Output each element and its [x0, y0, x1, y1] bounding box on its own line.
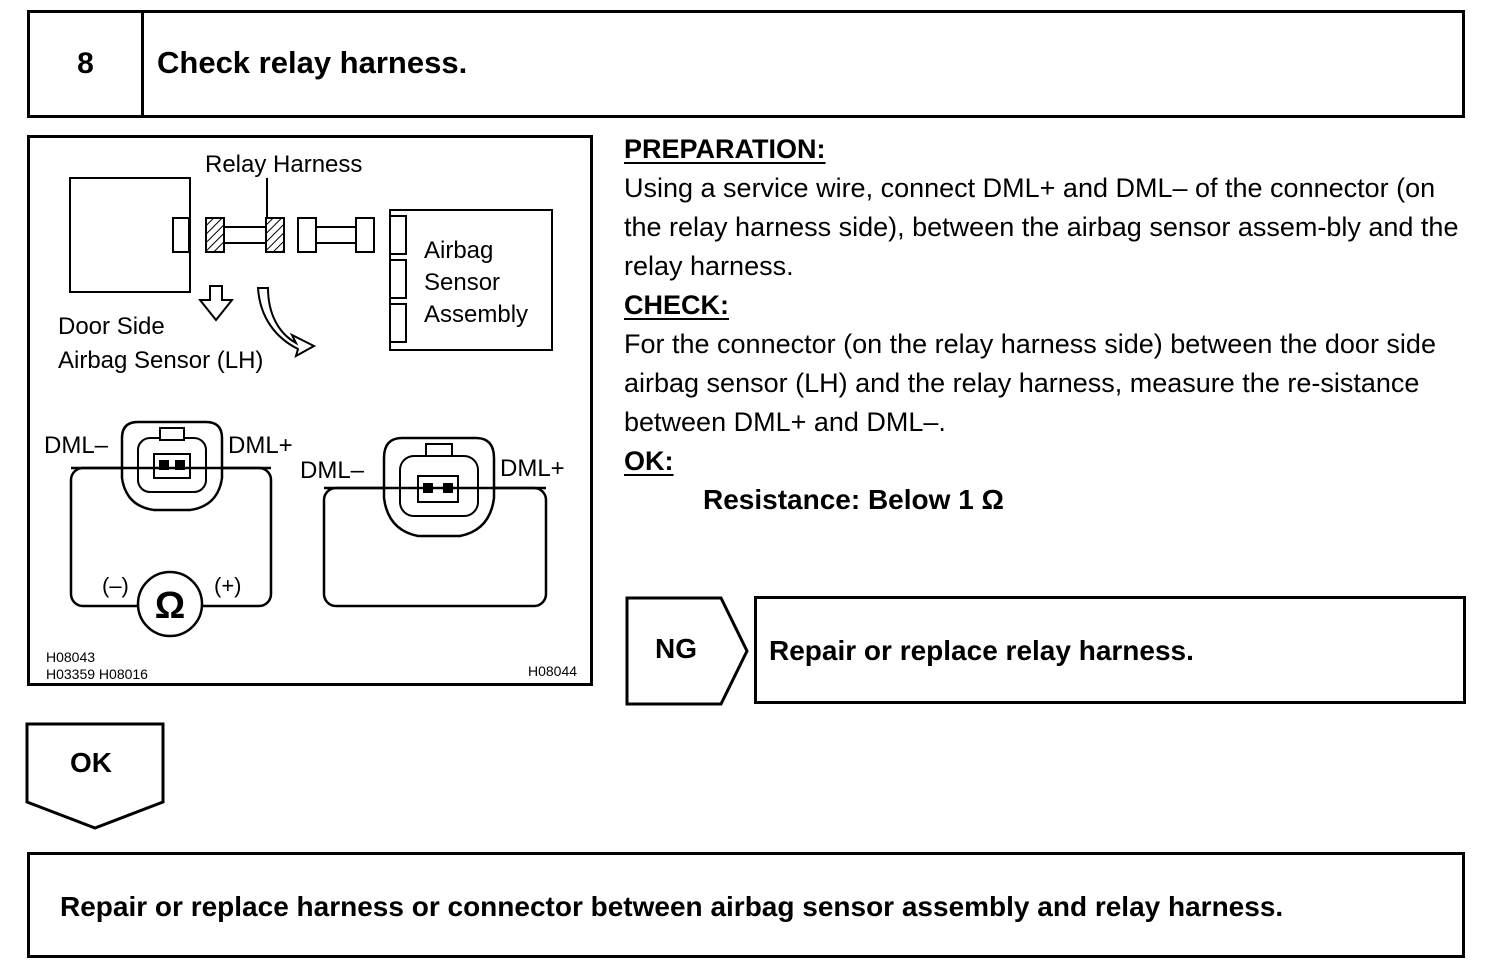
right-dml-minus: DML– — [300, 457, 365, 484]
right-connector-shape — [324, 436, 546, 538]
curved-arrow-icon — [256, 287, 317, 359]
ok-result-text: Repair or replace harness or connector b… — [60, 891, 1284, 922]
step-number: 8 — [30, 13, 144, 115]
ok-label: OK — [70, 747, 112, 778]
ok-result-box: Repair or replace harness or connector b… — [27, 852, 1465, 958]
meter-plus-label: (+) — [214, 573, 242, 598]
airbag-label-2: Sensor — [424, 269, 500, 296]
ok-spec: Resistance: Below 1 Ω — [703, 484, 1004, 515]
ohmmeter-icon — [136, 570, 204, 638]
door-side-label-2: Airbag Sensor (LH) — [58, 347, 263, 374]
door-side-label-1: Door Side — [58, 313, 165, 340]
step-title: Check relay harness. — [157, 45, 468, 80]
relay-harness-shape — [205, 217, 285, 253]
airbag-label-1: Airbag — [424, 237, 493, 264]
ng-label: NG — [655, 633, 697, 664]
ok-heading: OK: — [624, 446, 674, 476]
left-connector-shape — [71, 420, 271, 512]
airbag-label-3: Assembly — [424, 301, 528, 328]
ng-result-box: Repair or replace relay harness. — [754, 596, 1466, 704]
ng-result-text: Repair or replace relay harness. — [769, 635, 1194, 666]
preparation-heading: PREPARATION: — [624, 134, 826, 164]
airbag-connector-shape — [297, 217, 375, 253]
ok-arrow-shape — [25, 722, 165, 830]
check-text: For the connector (on the relay harness … — [624, 329, 1436, 437]
check-heading: CHECK: — [624, 290, 729, 320]
relay-harness-label: Relay Harness — [205, 151, 362, 178]
wiring-diagram: Relay Harness Airbag Sensor Assembly Doo… — [44, 151, 577, 682]
step-header: 8 Check relay harness. — [27, 10, 1465, 118]
preparation-text: Using a service wire, connect DML+ and D… — [624, 173, 1459, 281]
left-dml-plus: DML+ — [228, 432, 293, 459]
meter-minus-label: (–) — [102, 573, 129, 598]
wiring-figure: Relay Harness Airbag Sensor Assembly Doo… — [27, 135, 593, 686]
ohm-symbol: Ω — [155, 585, 185, 627]
right-dml-plus: DML+ — [500, 455, 565, 482]
figure-code-left-2: H03359 H08016 — [46, 666, 148, 682]
down-arrow-icon — [197, 285, 235, 322]
figure-code-left-1: H08043 — [46, 649, 95, 665]
ng-arrow-shape — [625, 596, 749, 706]
instructions: PREPARATION: Using a service wire, conne… — [624, 130, 1474, 481]
figure-code-right: H08044 — [528, 663, 577, 679]
left-dml-minus: DML– — [44, 432, 109, 459]
